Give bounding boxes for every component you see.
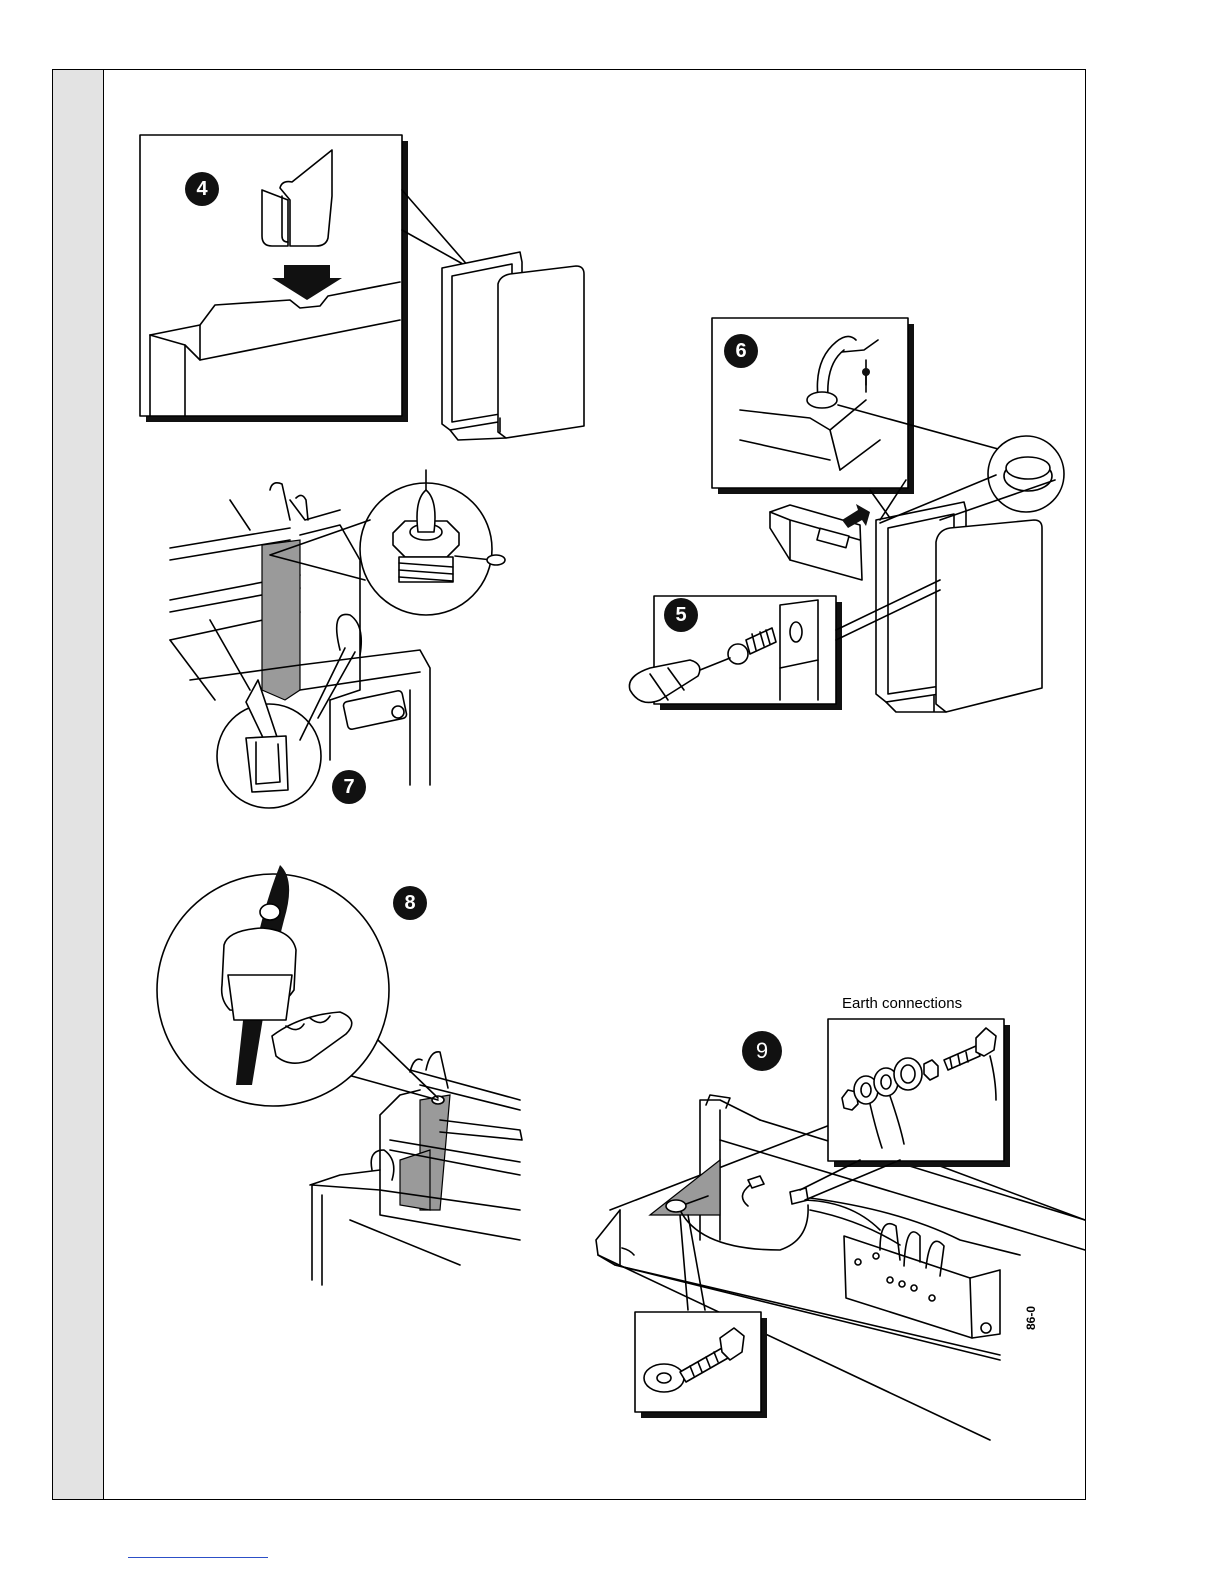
earth-connections-label: Earth connections [842, 995, 962, 1012]
step-badge-9: 9 [742, 1031, 782, 1071]
figure-8-boiler [310, 1052, 522, 1285]
figure-7-gland-detail [360, 470, 505, 615]
figure-5-panel [629, 596, 842, 710]
step-badge-4: 4 [185, 172, 219, 206]
figure-4-leader [402, 190, 470, 268]
step-badge-5: 5 [664, 598, 698, 632]
step-badge-7: 7 [332, 770, 366, 804]
footer-rule [128, 1557, 268, 1558]
figure-6-grommet-detail [988, 436, 1064, 512]
step-badge-8: 8 [393, 886, 427, 920]
figure-6-controls-unit [770, 504, 870, 580]
figure-9-earth-detail [828, 1019, 1010, 1167]
figure-4-panel [140, 135, 408, 422]
boiler-casing-6 [876, 502, 1042, 712]
figure-code: 86-0 [1024, 1306, 1038, 1330]
figure-9-bolt-detail [635, 1312, 767, 1418]
boiler-casing-4 [442, 252, 584, 440]
figure-8-detail [157, 865, 389, 1106]
step-badge-6: 6 [724, 334, 758, 368]
figure-7-clip-detail [217, 680, 321, 808]
